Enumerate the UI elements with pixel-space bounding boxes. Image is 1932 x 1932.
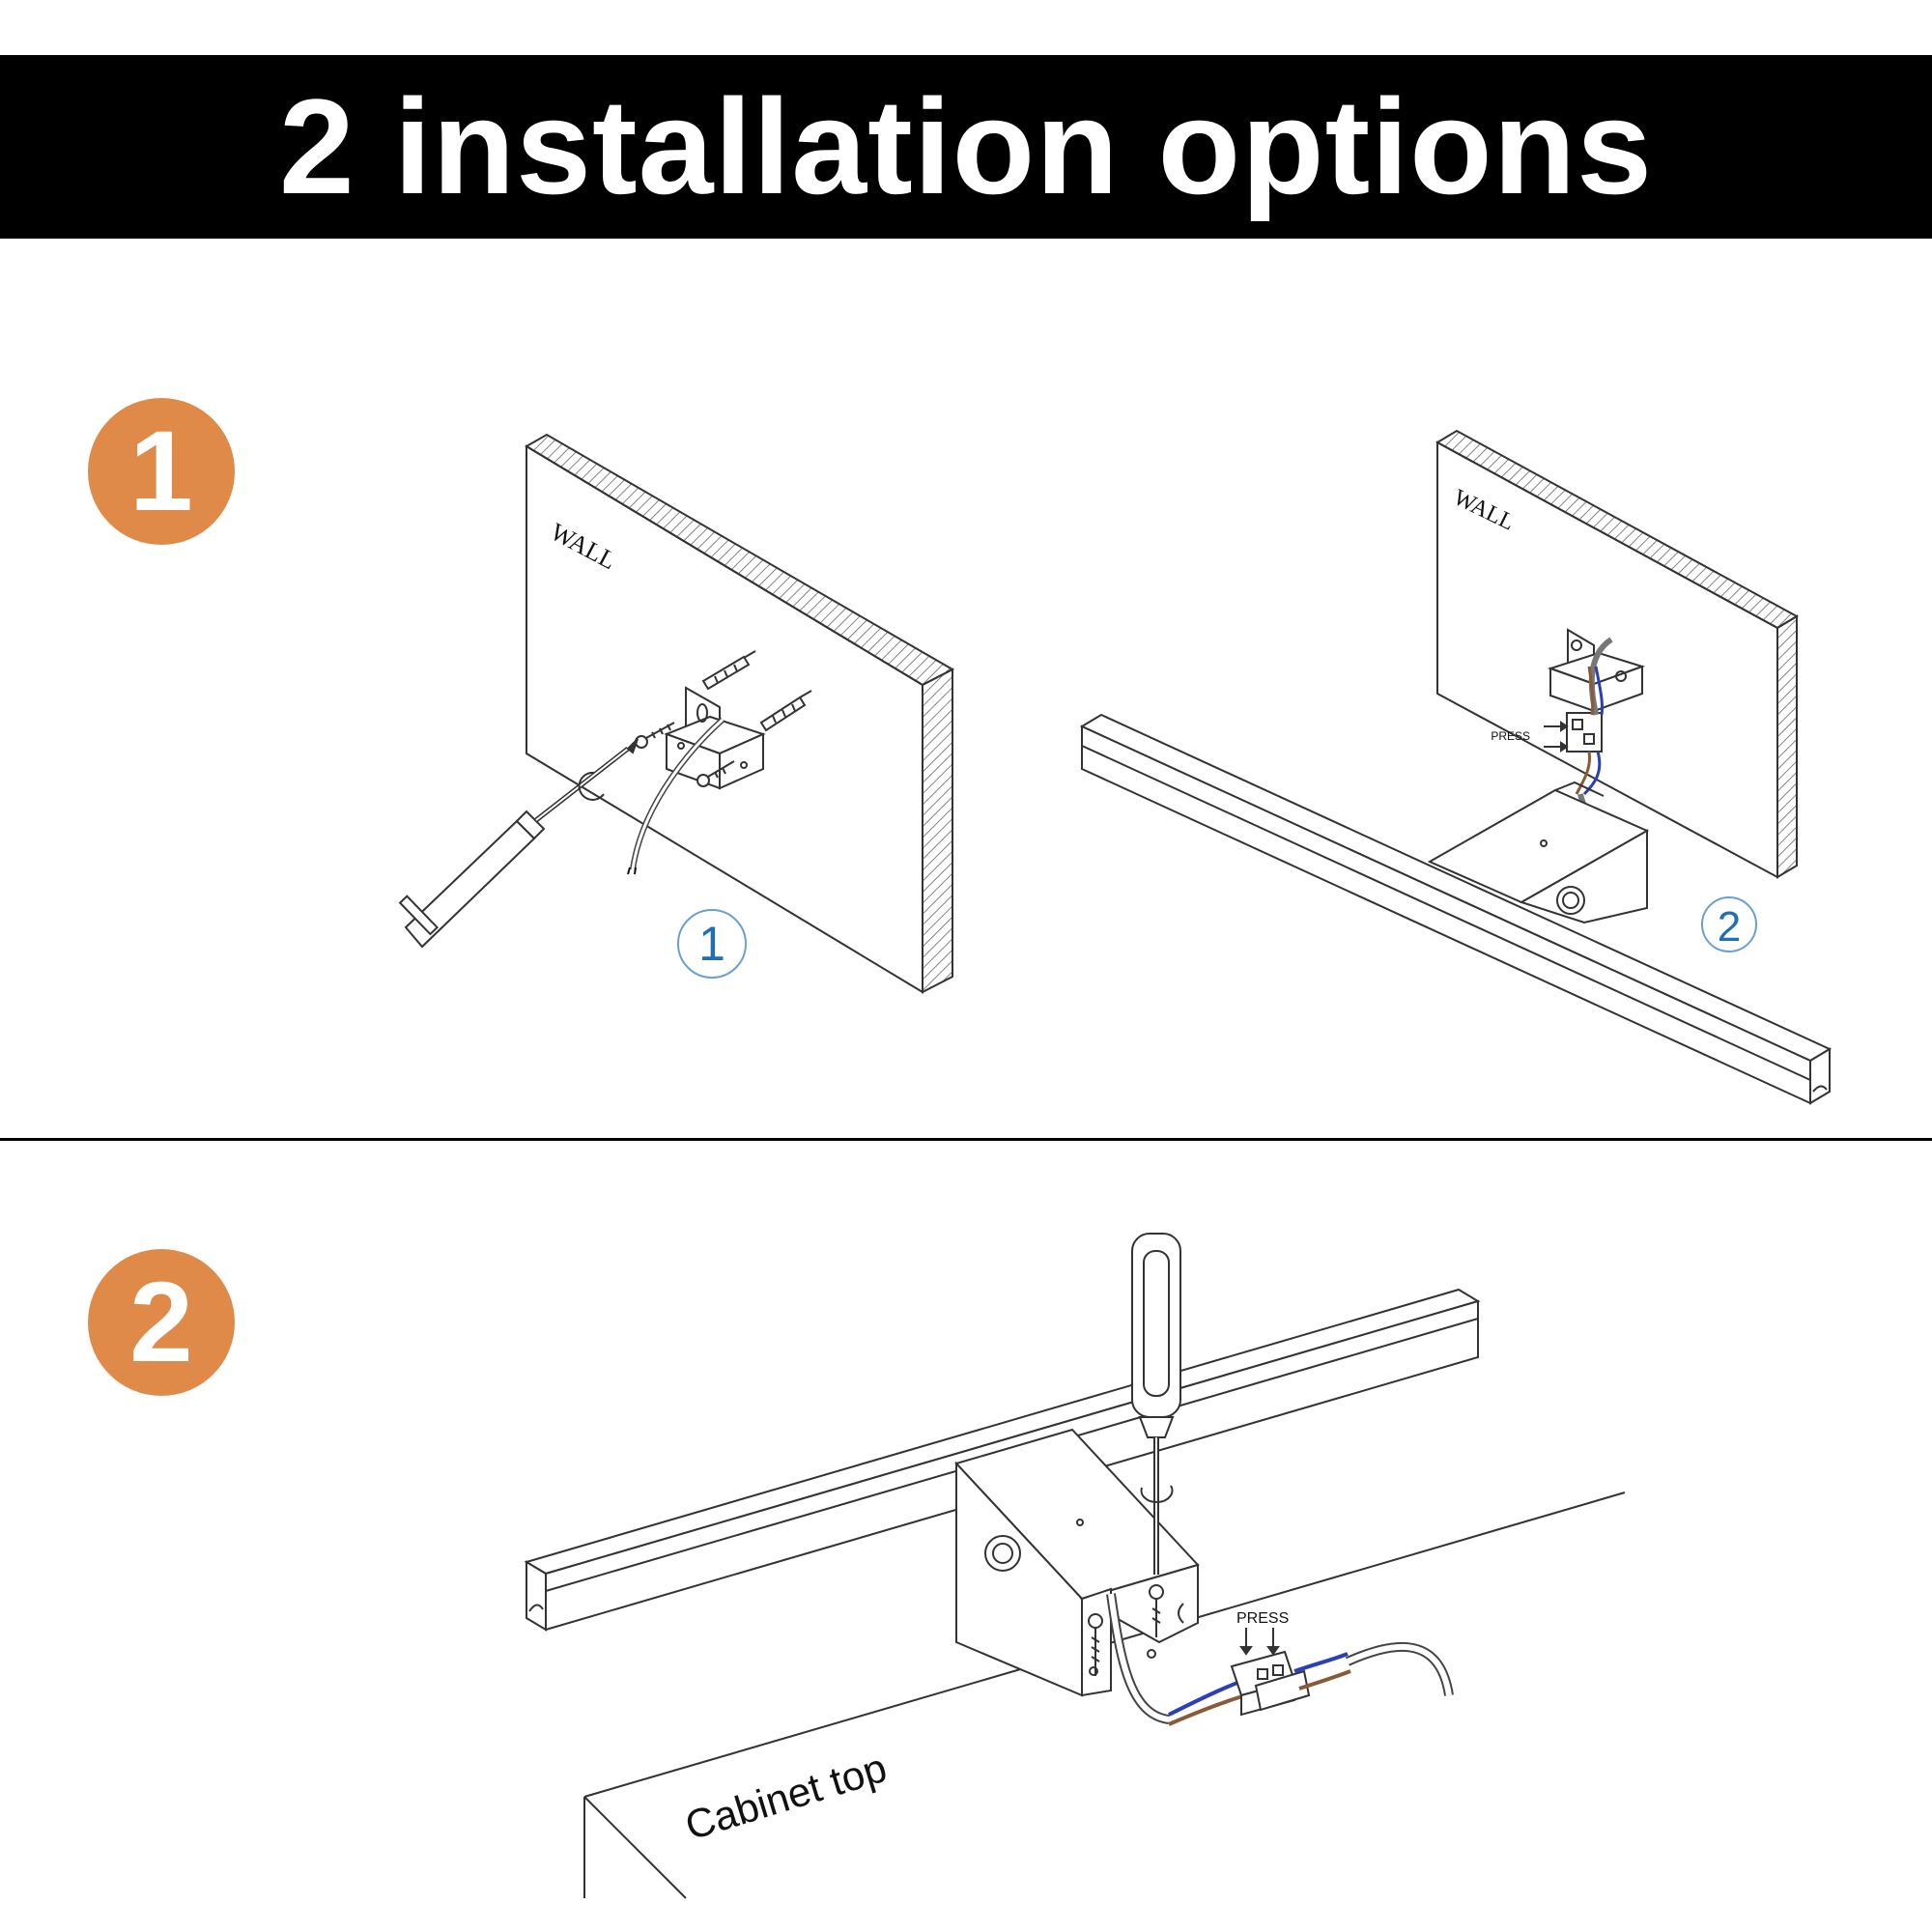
section-divider: [0, 1138, 1932, 1141]
screwdriver-icon: [398, 738, 639, 949]
wire-connector: [1566, 712, 1603, 753]
mounting-bracket: [664, 686, 766, 790]
option1-step1-figure: [398, 433, 955, 994]
press-label-option2: PRESS: [1236, 1610, 1289, 1627]
press-arrows: [1239, 1628, 1280, 1656]
screw-left: [1088, 1613, 1103, 1676]
step-2-number: 2: [1718, 903, 1741, 951]
step-2-circle: [1701, 896, 1757, 952]
screw-right: [1149, 1584, 1164, 1637]
option1-step2-figure: [1079, 429, 1833, 1105]
step-1-circle: [677, 909, 747, 979]
option-1-badge: 1: [88, 398, 235, 545]
led-light-bar: [1079, 713, 1833, 1105]
screw-2: [696, 760, 735, 787]
press-arrows: [1544, 721, 1569, 753]
option-2-badge: 2: [88, 1249, 235, 1396]
press-label-step2: PRESS: [1491, 729, 1530, 743]
wall-side-edge: [1776, 614, 1798, 879]
wall-side-edge: [922, 668, 953, 994]
option2-figure: [524, 1233, 1626, 1899]
wall-plug-1: [701, 650, 756, 691]
wall-panel: [526, 444, 923, 994]
wire-connector: [1230, 1650, 1311, 1717]
wall-plug-2: [759, 690, 812, 732]
screwdriver-icon: [1131, 1233, 1181, 1575]
header-banner: 2 installation options: [0, 55, 1932, 239]
step-1-number: 1: [698, 917, 725, 971]
lamp-mount-box: [954, 1428, 1200, 1697]
page-title: 2 installation options: [278, 71, 1654, 222]
lamp-mount-box: [1427, 781, 1650, 924]
